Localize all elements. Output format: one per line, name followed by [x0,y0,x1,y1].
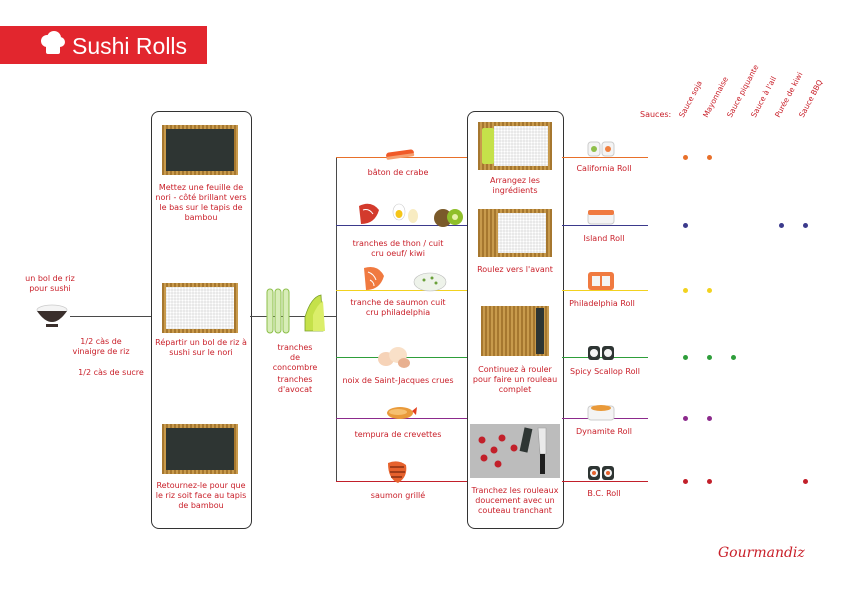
roll-line-3 [562,290,648,291]
sauce-dot [707,288,712,293]
vinegar-label: 1/2 càs de vinaigre de riz [72,337,130,356]
roll-step-2: Roulez vers l'avant [477,265,553,274]
scallop-icon [378,347,410,368]
roll-step-3: Continuez à rouler pour faire un rouleau… [472,365,558,394]
filling-line-6 [336,481,467,482]
filling-label-2: tranches de thon / cuit cru oeuf/ kiwi [352,239,444,258]
arranged-rice [494,126,548,166]
roll-name-5: Dynamite Roll [575,427,633,436]
sauce-dot [683,155,688,160]
prep-to-fillings-line [250,316,336,317]
bc-roll-icon [588,466,614,480]
sauce-dot [683,355,688,360]
filling-line-3 [336,290,467,291]
roll-step-1: Arrangez les ingrédients [490,176,540,195]
full-roll [536,308,544,354]
island-roll-icon [587,210,615,225]
philadelphia-roll-icon [588,272,614,290]
roll-name-3: Philadelphia Roll [569,299,635,308]
cucumber-label: tranches de concombre [272,343,318,372]
prep-step-1: Mettez une feuille de nori - côté brilla… [155,183,247,222]
rice-layer [166,287,234,329]
sauce-dot [683,479,688,484]
filling-line-2 [336,225,467,226]
sauces-label: Sauces: [640,110,672,119]
grilled-salmon-icon [388,461,407,483]
tempura-shrimp-icon [387,407,417,419]
filling-label-5: tempura de crevettes [354,430,442,439]
roll-name-6: B.C. Roll [587,489,621,498]
cucumber-avocado-icon [266,288,325,334]
sauce-dot [803,479,808,484]
bowl-connector [70,316,152,317]
salmon-cheese-icon [364,267,447,292]
rice-bowl-icon [36,304,68,327]
roll-line-6 [562,481,648,482]
sauce-dot [707,155,712,160]
nori-flipped [166,428,234,470]
filling-label-6: saumon grillé [370,491,426,500]
bowl-label: un bol de riz pour sushi [25,274,75,293]
sauce-header-1: Sauce soja [677,79,704,119]
roll-name-2: Island Roll [583,234,625,243]
page-title: Sushi Rolls [72,33,188,59]
prep-step-2: Répartir un bol de riz à sushi sur le no… [155,338,247,357]
california-roll-icon [587,141,615,157]
sugar-label: 1/2 càs de sucre [78,368,144,377]
sauce-dot [803,223,808,228]
sauce-dot [683,223,688,228]
filling-label-3: tranche de saumon cuit cru philadelphia [350,298,446,317]
header-banner [0,26,207,64]
knife-slices-icon [478,427,547,474]
roll-name-1: California Roll [576,164,632,173]
fillings-spine [336,157,337,481]
chef-hat-icon [41,31,65,54]
roll-step-4: Tranchez les rouleaux doucement avec un … [471,486,559,515]
rolling-rice [498,213,546,253]
sauce-dot [731,355,736,360]
filling-label-1: bâton de crabe [367,168,429,177]
brand-logo: Gourmandiz [718,545,805,561]
spicy-scallop-roll-icon [588,346,614,360]
sauce-dot [779,223,784,228]
crab-stick-icon [386,149,415,160]
sauce-dot [707,479,712,484]
sauce-dot [683,416,688,421]
dynamite-roll-icon [587,405,615,421]
sauce-header-6: Sauce BBQ [797,78,825,119]
filling-label-4: noix de Saint-Jacques crues [342,376,454,385]
tuna-egg-kiwi-icon [359,203,463,227]
sauce-dot [683,288,688,293]
prep-step-3: Retournez-le pour que le riz soit face a… [155,481,247,510]
roll-name-4: Spicy Scallop Roll [570,367,640,376]
sauce-dot [707,355,712,360]
roll-line-2 [562,225,648,226]
roll-line-1 [562,157,648,158]
avocado-label: tranches d'avocat [277,375,313,394]
ingredient-strips [482,128,494,164]
sauce-dot [707,416,712,421]
nori-sheet [166,129,234,171]
